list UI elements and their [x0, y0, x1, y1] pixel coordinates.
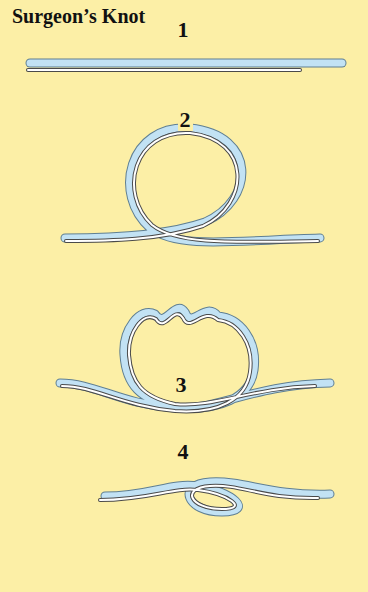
step-number: 2 [178, 109, 193, 131]
step-2-loop [65, 128, 320, 242]
step-number: 1 [176, 19, 191, 41]
step-3-wraps [60, 308, 330, 411]
step-number: 4 [176, 441, 191, 463]
step-1-lines [28, 63, 342, 70]
step-4-tightened-knot [100, 482, 330, 512]
step-number: 3 [174, 374, 189, 396]
title: Surgeon’s Knot [12, 6, 145, 26]
